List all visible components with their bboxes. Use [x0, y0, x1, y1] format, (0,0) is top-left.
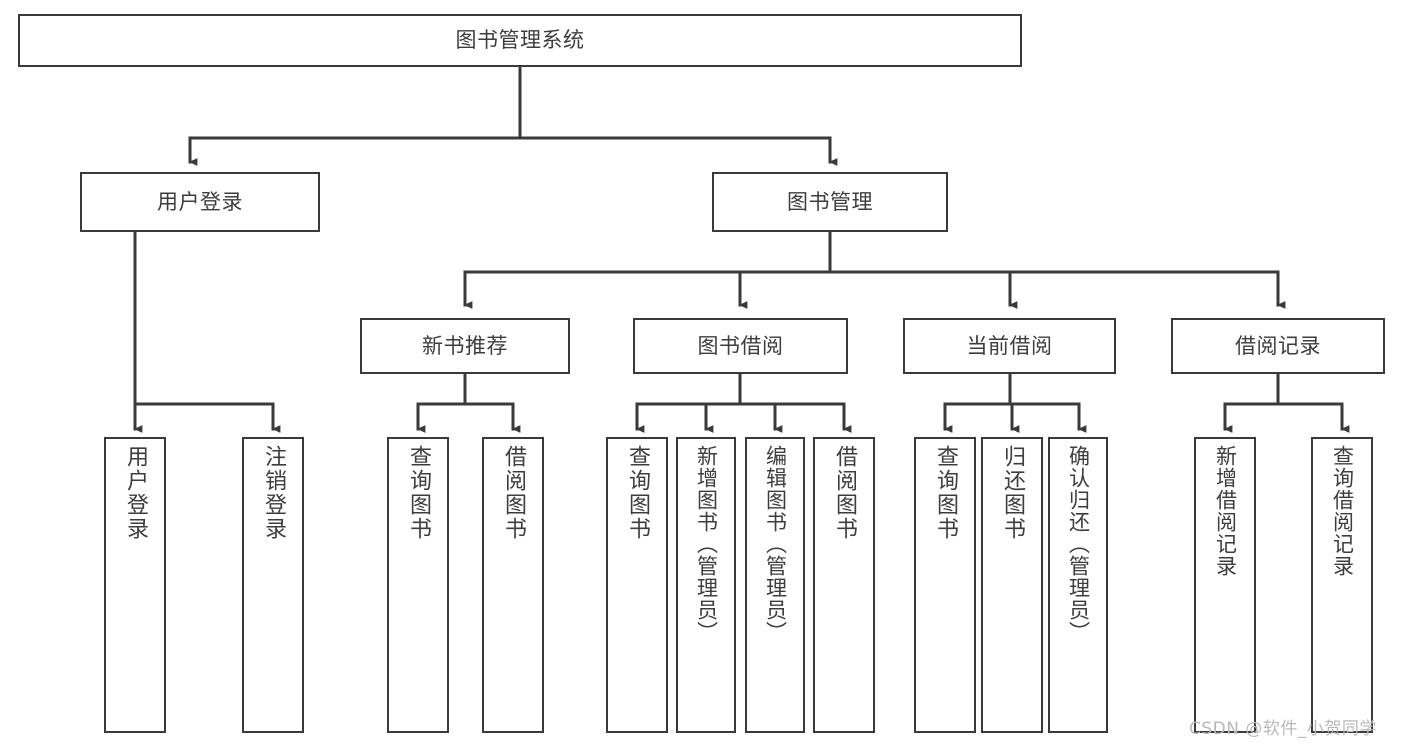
- node-book-borrow[interactable]: 图书借阅: [633, 318, 848, 374]
- node-borrow-record[interactable]: 借阅记录: [1171, 318, 1385, 374]
- node-book-management-label: 图书管理: [787, 189, 873, 214]
- node-book-borrow-label: 图书借阅: [697, 333, 784, 358]
- node-leaf-borrow-book[interactable]: 借阅图书: [813, 437, 875, 733]
- node-leaf-query-book-current-label: 查询图书: [933, 445, 958, 541]
- node-leaf-confirm-return-label: 确认归还（管理员）: [1066, 445, 1091, 643]
- node-leaf-query-borrow-record[interactable]: 查询借阅记录: [1311, 437, 1373, 733]
- node-leaf-borrow-book-recommend[interactable]: 借阅图书: [482, 437, 544, 733]
- node-book-management[interactable]: 图书管理: [712, 172, 948, 232]
- node-root-label: 图书管理系统: [455, 28, 585, 53]
- node-current-borrow[interactable]: 当前借阅: [903, 318, 1116, 374]
- node-leaf-query-book-borrow[interactable]: 查询图书: [606, 437, 668, 733]
- node-leaf-borrow-book-label: 借阅图书: [832, 445, 857, 541]
- node-root[interactable]: 图书管理系统: [18, 14, 1022, 67]
- node-leaf-borrow-book-recommend-label: 借阅图书: [501, 445, 526, 541]
- node-leaf-edit-book[interactable]: 编辑图书（管理员）: [745, 437, 805, 733]
- node-leaf-return-book-label: 归还图书: [1000, 445, 1025, 541]
- csdn-watermark: CSDN @软件_小贺同学: [1189, 719, 1377, 739]
- node-leaf-user-login-label: 用户登录: [123, 445, 148, 541]
- node-leaf-add-borrow-record[interactable]: 新增借阅记录: [1194, 437, 1256, 733]
- node-leaf-query-book-current[interactable]: 查询图书: [914, 437, 976, 733]
- node-leaf-query-borrow-record-label: 查询借阅记录: [1330, 445, 1355, 577]
- node-leaf-add-book[interactable]: 新增图书（管理员）: [676, 437, 736, 733]
- node-leaf-logout-label: 注销登录: [261, 445, 286, 541]
- node-borrow-record-label: 借阅记录: [1235, 333, 1321, 358]
- node-leaf-confirm-return[interactable]: 确认归还（管理员）: [1048, 437, 1108, 733]
- node-new-book-recommend-label: 新书推荐: [422, 333, 508, 358]
- node-leaf-logout[interactable]: 注销登录: [242, 437, 304, 733]
- node-new-book-recommend[interactable]: 新书推荐: [360, 318, 570, 374]
- node-leaf-query-book-recommend[interactable]: 查询图书: [387, 437, 449, 733]
- node-leaf-user-login[interactable]: 用户登录: [104, 437, 166, 733]
- node-leaf-query-book-recommend-label: 查询图书: [406, 445, 431, 541]
- node-leaf-edit-book-label: 编辑图书（管理员）: [763, 445, 788, 643]
- node-leaf-add-borrow-record-label: 新增借阅记录: [1213, 445, 1238, 577]
- node-user-login-label: 用户登录: [157, 189, 243, 214]
- node-leaf-query-book-borrow-label: 查询图书: [625, 445, 650, 541]
- node-leaf-add-book-label: 新增图书（管理员）: [694, 445, 719, 643]
- node-leaf-return-book[interactable]: 归还图书: [981, 437, 1043, 733]
- node-current-borrow-label: 当前借阅: [966, 333, 1053, 358]
- node-user-login[interactable]: 用户登录: [80, 172, 320, 232]
